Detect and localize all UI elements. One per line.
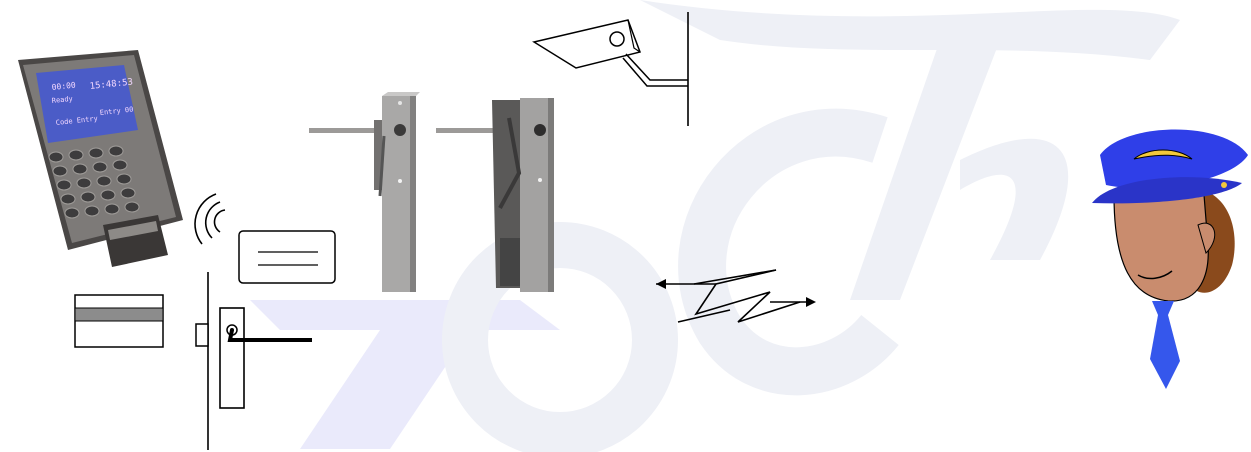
terminal-key bbox=[53, 166, 67, 176]
guard-tie-knot bbox=[1152, 301, 1174, 315]
terminal-key bbox=[125, 202, 139, 212]
magnetic-stripe-card-icon bbox=[74, 294, 166, 350]
terminal-key bbox=[69, 150, 83, 160]
terminal-key bbox=[65, 208, 79, 218]
terminal-key bbox=[101, 190, 115, 200]
cctv-camera-icon bbox=[530, 8, 700, 138]
camera-lens bbox=[610, 32, 624, 46]
terminal-key bbox=[121, 188, 135, 198]
camera-mount bbox=[623, 54, 688, 86]
guard-face bbox=[1114, 195, 1208, 301]
terminal-key bbox=[85, 206, 99, 216]
door-strike-plate bbox=[196, 324, 208, 346]
terminal-key bbox=[57, 180, 71, 190]
terminal-key bbox=[81, 192, 95, 202]
terminal-key bbox=[117, 174, 131, 184]
terminal-key bbox=[113, 160, 127, 170]
terminal-key bbox=[77, 178, 91, 188]
terminal-key bbox=[61, 194, 75, 204]
camera-body bbox=[534, 20, 640, 68]
terminal-key bbox=[109, 146, 123, 156]
watermark-letter-h bbox=[850, 40, 1068, 300]
terminal-key bbox=[73, 164, 87, 174]
terminal-key bbox=[89, 148, 103, 158]
guard-tie bbox=[1150, 315, 1180, 389]
lock-body bbox=[220, 308, 244, 408]
terminal-key bbox=[97, 176, 111, 186]
watermark-letter-c bbox=[702, 133, 880, 372]
terminal-key bbox=[93, 162, 107, 172]
turnstile-1 bbox=[309, 92, 420, 292]
terminal-key bbox=[105, 204, 119, 214]
door-lock-icon bbox=[190, 272, 330, 452]
watermark-swoosh bbox=[640, 0, 1180, 60]
security-guard-icon bbox=[1082, 125, 1251, 395]
network-link-arrow-icon bbox=[650, 262, 820, 332]
access-terminal-icon: 00:00 15:48:53 Ready Entry 00 Code Entry bbox=[8, 45, 208, 285]
terminal-key bbox=[49, 152, 63, 162]
guard-hat-button bbox=[1221, 182, 1227, 188]
